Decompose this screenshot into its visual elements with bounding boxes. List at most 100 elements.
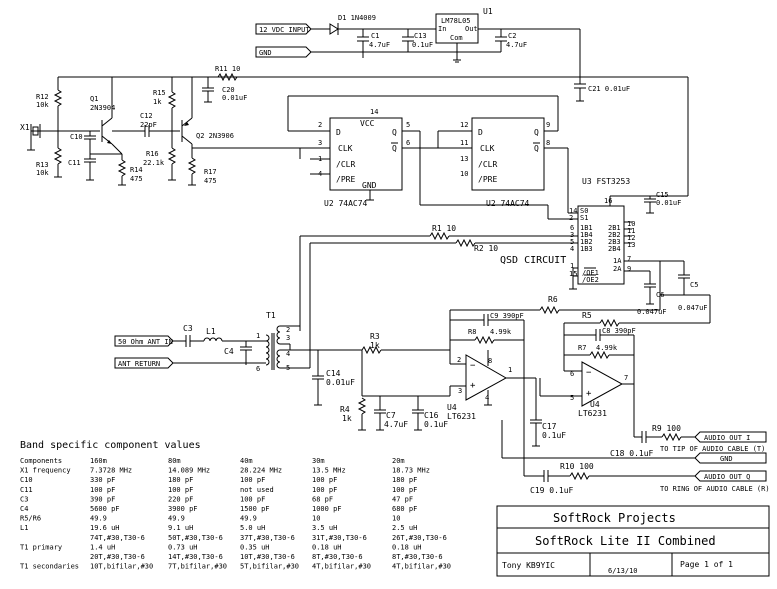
q1-value: 2N3904 — [90, 104, 115, 112]
u1-part-label: LM78L05 — [441, 17, 471, 25]
band-table-cell: 10T,bifilar,#30 — [90, 563, 153, 571]
opamp-q-section: − + 6 5 7 U4 LT6231 R5 C8 390pF R7 4.99k… — [501, 311, 767, 464]
flipflop-section: VCC 14 D CLK /CLR /PRE Q Q GND 2 3 1 4 5… — [287, 95, 578, 220]
u3-pin1: 1 — [570, 262, 574, 270]
u2a-flipflop — [329, 117, 403, 191]
u3-oe1: /OE1 — [582, 269, 599, 277]
u2b-flipflop — [471, 117, 545, 191]
band-table-cell: not used — [240, 486, 274, 494]
c2-value: 4.7uF — [506, 41, 527, 49]
title-block-frame — [496, 505, 770, 577]
band-table-cell: 180 pF — [392, 476, 417, 484]
u4a-pin4: 4 — [485, 394, 489, 402]
u3-pin14: 14 — [569, 207, 577, 215]
t1-secondary-b — [276, 349, 281, 369]
band-table-cell: 20T,#30,T30-6 — [90, 553, 145, 561]
band-table-cell: 8T,#30,T30-6 — [312, 553, 363, 561]
band-table-header: 80m — [168, 457, 181, 465]
u2b-pin11: 11 — [460, 139, 468, 147]
r15-label: R15 — [153, 89, 166, 97]
band-table-cell: 4T,bifilar,#30 — [312, 563, 371, 571]
u4a-label: U4 — [447, 403, 457, 412]
band-table-cell: 19.6 uH — [90, 524, 120, 532]
band-table-cell: L1 — [20, 524, 28, 532]
u3-s0: S0 — [580, 207, 588, 215]
c20-label: C20 — [222, 86, 235, 94]
r14-label: R14 — [130, 166, 143, 174]
band-table-cell: 68 pF — [312, 495, 333, 503]
band-table-header: 30m — [312, 457, 325, 465]
c2-label: C2 — [508, 32, 516, 40]
u2a-pin2: 2 — [318, 121, 322, 129]
band-table-cell: 37T,#30,T30-6 — [240, 534, 295, 542]
band-table-cell: 390 pF — [90, 495, 115, 503]
t1-pin6: 6 — [256, 365, 260, 373]
audio-i-port — [694, 431, 767, 443]
u2b-label: U2 74AC74 — [486, 199, 530, 208]
r7-resistor — [589, 350, 610, 360]
band-table-cell: 330 pF — [90, 476, 115, 484]
u3-1b1: 1B1 — [580, 224, 593, 232]
u3-1b4: 1B4 — [580, 231, 593, 239]
band-table-cell: R5/R6 — [20, 515, 41, 523]
band-table-cell: 5600 pF — [90, 505, 120, 513]
u3-oe2: /OE2 — [582, 276, 599, 284]
band-table-cell: 31T,#30,T30-6 — [312, 534, 367, 542]
u3-label: U3 FST3253 — [582, 177, 630, 186]
opamp-i-section: − + 2 3 8 1 4 U4 LT6231 C9 390pF R8 4.99… — [447, 295, 770, 495]
t1-pin2: 2 — [286, 326, 290, 334]
v12-port — [255, 23, 312, 35]
u3-2b4: 2B4 — [608, 245, 621, 253]
u4a-minus: − — [470, 361, 476, 371]
ant-in-port — [114, 335, 174, 347]
r9-label: R9 100 — [652, 424, 681, 433]
c7-label: C7 — [386, 411, 396, 420]
c5-value: 0.047uF — [678, 304, 708, 312]
u3-pin11: 11 — [627, 227, 635, 235]
u3-pin12: 12 — [627, 234, 635, 242]
band-table-cell: 9.1 uH — [168, 524, 193, 532]
band-table-cell: 220 pF — [168, 495, 193, 503]
u2a-clr-pin: /CLR — [336, 160, 355, 169]
u3-1b2: 1B2 — [580, 238, 593, 246]
band-table: Band specific component values Component… — [20, 440, 451, 571]
l1-label: L1 — [206, 327, 216, 336]
r9-resistor — [661, 432, 682, 442]
u3-1b3: 1B3 — [580, 245, 593, 253]
title-project: SoftRock Projects — [553, 511, 676, 525]
rf-input-section: 50 Ohm ANT IN C3 L1 C4 ANT RETURN T1 1 6… — [114, 311, 450, 431]
band-table-cell: 1.4 uH — [90, 543, 115, 551]
c3-label: C3 — [183, 324, 193, 333]
t1-pin4: 4 — [286, 350, 290, 358]
audio-gnd-label: GND — [720, 455, 733, 463]
band-table-header: Components — [20, 457, 62, 465]
r4-value: 1k — [342, 414, 352, 423]
band-table-cell: 8T,#30,T30-6 — [392, 553, 443, 561]
r11-resistor — [217, 72, 238, 82]
gnd-port-label: GND — [259, 49, 272, 57]
t1-pin3: 3 — [286, 334, 290, 342]
r8-label: R8 — [468, 328, 476, 336]
u2b-pre-pin: /PRE — [478, 175, 497, 184]
u2a-clk-pin: CLK — [338, 144, 353, 153]
r10-label: R10 100 — [560, 462, 594, 471]
band-table-header: 20m — [392, 457, 405, 465]
c6-value: 0.047uF — [637, 308, 667, 316]
band-table-cell: 49.9 — [168, 515, 185, 523]
r1-label: R1 10 — [432, 224, 456, 233]
band-table-cell: 49.9 — [90, 515, 107, 523]
r17-label: R17 — [204, 168, 217, 176]
band-table-cell: T1 secondaries — [20, 563, 79, 571]
u3-pin4: 4 — [570, 245, 574, 253]
band-table-cell: 26T,#30,T30-6 — [392, 534, 447, 542]
c17-value: 0.1uF — [542, 431, 566, 440]
v12-port-label: 12 VDC INPUT — [259, 26, 310, 34]
c18-label: C18 0.1uF — [610, 449, 654, 458]
u2b-pin13: 13 — [460, 155, 468, 163]
band-table-cell: 10 — [392, 515, 400, 523]
c21-label: C21 0.01uF — [588, 85, 630, 93]
band-table-cell: 0.18 uH — [392, 543, 422, 551]
u2a-gnd-label: GND — [362, 181, 377, 190]
u2a-pin3: 3 — [318, 139, 322, 147]
c12-value: 22pF — [140, 121, 157, 129]
